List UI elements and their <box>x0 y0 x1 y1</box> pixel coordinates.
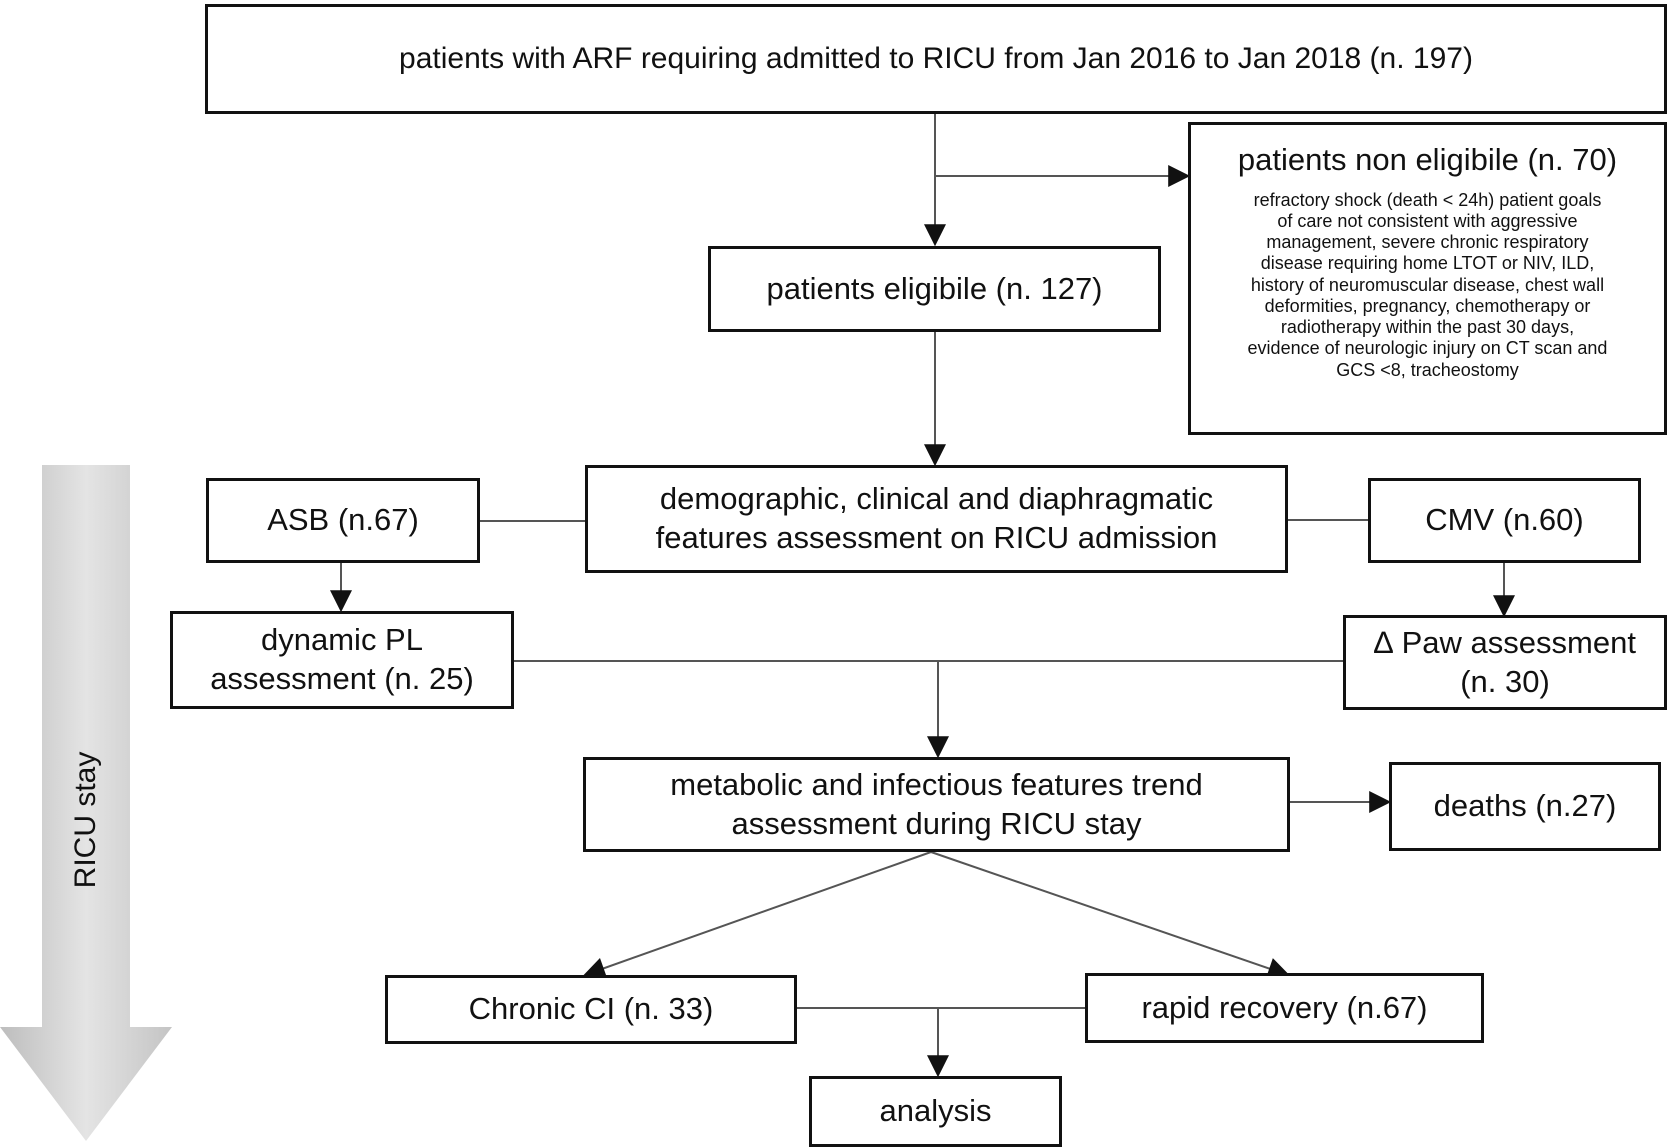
box-deaths: deaths (n.27) <box>1389 762 1661 851</box>
criteria-line: history of neuromuscular disease, chest … <box>1250 274 1605 295</box>
box-asb-text: ASB (n.67) <box>267 502 419 538</box>
criteria-line: deformities, pregnancy, chemotherapy or <box>1264 295 1591 316</box>
connector-metabolic-rapid <box>930 851 1291 979</box>
box-admitted-patients: patients with ARF requiring admitted to … <box>205 4 1667 114</box>
box-chronic-text: Chronic CI (n. 33) <box>468 991 714 1027</box>
box-deaths-text: deaths (n.27) <box>1433 788 1617 824</box>
box-admission-assessment: demographic, clinical and diaphragmatic … <box>585 465 1288 573</box>
box-paw-line: ∆ Paw assessment <box>1374 624 1636 660</box>
box-metabolic-line: assessment during RICU stay <box>731 805 1142 841</box>
box-non-eligible: patients non eligibile (n. 70) refractor… <box>1188 122 1667 435</box>
box-chronic-ci: Chronic CI (n. 33) <box>385 975 797 1044</box>
box-cmv-text: CMV (n.60) <box>1425 502 1584 538</box>
box-admitted-text: patients with ARF requiring admitted to … <box>399 42 1473 76</box>
criteria-line: radiotherapy within the past 30 days, <box>1280 317 1575 338</box>
box-asb: ASB (n.67) <box>206 478 480 563</box>
ricu-stay-arrow <box>0 465 172 1141</box>
box-assessment-line: demographic, clinical and diaphragmatic <box>659 481 1214 517</box>
box-dynamic-pl: dynamic PL assessment (n. 25) <box>170 611 514 709</box>
non-eligible-criteria: refractory shock (death < 24h) patient g… <box>1248 190 1608 381</box>
box-metabolic-line: metabolic and infectious features trend <box>670 766 1203 802</box>
criteria-line: of care not consistent with aggressive <box>1277 210 1578 231</box>
box-analysis-text: analysis <box>879 1093 992 1129</box>
connector-metabolic-chronic <box>582 851 932 979</box>
criteria-line: refractory shock (death < 24h) patient g… <box>1253 189 1602 210</box>
box-analysis: analysis <box>809 1076 1062 1147</box>
box-paw-assessment: ∆ Paw assessment (n. 30) <box>1343 615 1667 710</box>
box-dynamicpl-line: assessment (n. 25) <box>210 661 474 696</box>
box-assessment-line: features assessment on RICU admission <box>655 520 1218 555</box>
box-rapid-text: rapid recovery (n.67) <box>1141 989 1428 1025</box>
box-metabolic-infectious: metabolic and infectious features trend … <box>583 757 1290 852</box>
criteria-line: GCS <8, tracheostomy <box>1336 359 1519 380</box>
box-cmv: CMV (n.60) <box>1368 478 1641 563</box>
box-rapid-recovery: rapid recovery (n.67) <box>1085 973 1484 1043</box>
non-eligible-title: patients non eligibile (n. 70) <box>1237 142 1618 177</box>
criteria-line: disease requiring home LTOT or NIV, ILD, <box>1260 253 1595 274</box>
box-eligible-patients: patients eligibile (n. 127) <box>708 246 1161 332</box>
box-dynamicpl-line: dynamic PL <box>261 622 423 658</box>
criteria-line: evidence of neurologic injury on CT scan… <box>1247 338 1608 359</box>
criteria-line: management, severe chronic respiratory <box>1266 232 1589 253</box>
box-eligible-text: patients eligibile (n. 127) <box>766 270 1103 306</box>
box-paw-line: (n. 30) <box>1460 663 1550 699</box>
